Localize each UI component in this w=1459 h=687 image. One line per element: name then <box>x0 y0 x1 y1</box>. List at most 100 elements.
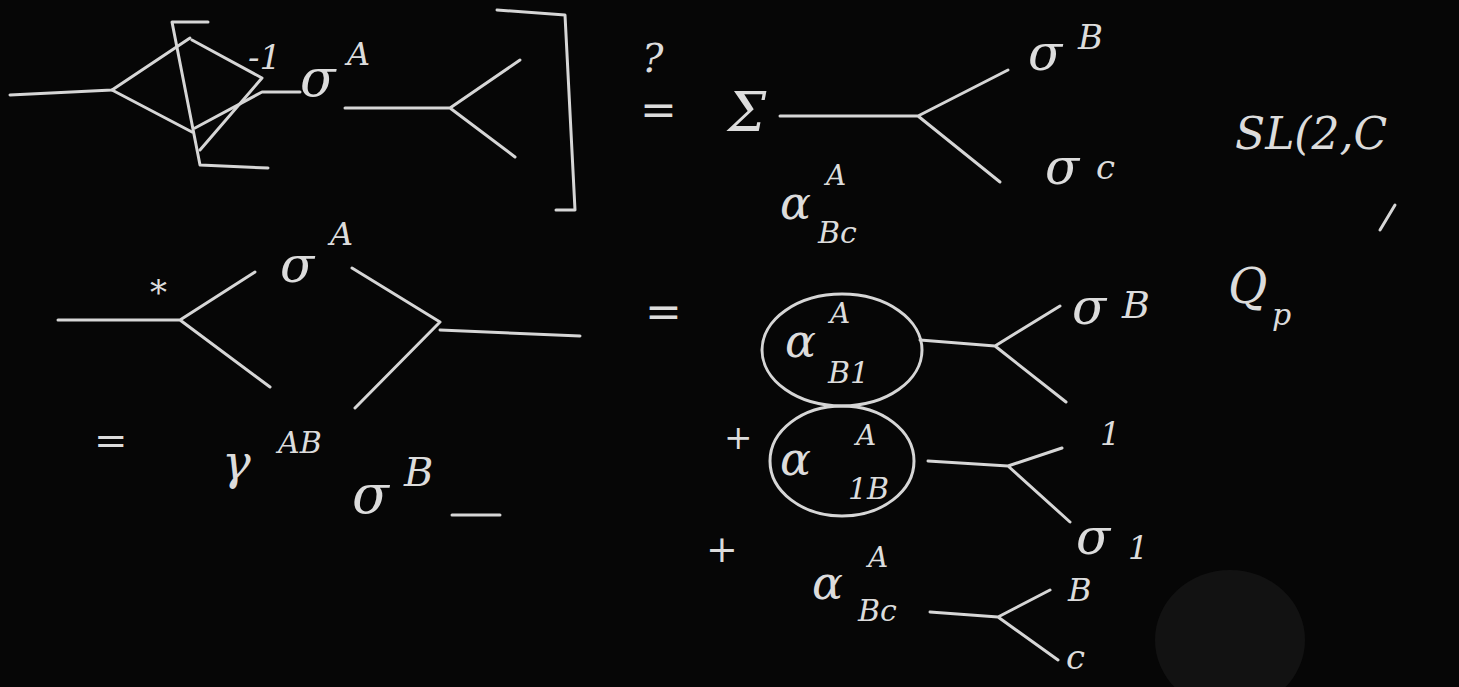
chalk-label: A <box>868 544 888 572</box>
chalk-text: A <box>347 35 370 73</box>
chalk-line <box>58 272 270 387</box>
chalk-text: σ <box>1072 278 1106 336</box>
chalk-label: * <box>150 275 167 309</box>
chalk-text: B <box>404 449 433 495</box>
chalk-text: σ <box>352 463 389 526</box>
chalk-text: Q <box>1228 258 1267 314</box>
chalk-label: Σ <box>728 86 766 140</box>
chalk-label: = <box>640 88 677 132</box>
chalk-label: c <box>1066 640 1085 674</box>
chalk-text: p <box>1272 297 1291 332</box>
chalk-line <box>920 306 1066 402</box>
chalk-text: σ <box>300 48 336 108</box>
chalk-text: = <box>645 286 682 337</box>
chalk-label: A <box>830 300 850 328</box>
chalk-label: A <box>826 162 846 190</box>
chalk-text: B <box>1122 283 1150 327</box>
chalk-line <box>195 92 300 128</box>
chalk-label: σ <box>1076 512 1110 562</box>
chalk-label: AB <box>278 428 322 458</box>
chalk-line <box>1380 205 1395 230</box>
chalk-text: 1B <box>848 471 889 506</box>
person-shadow <box>1155 570 1305 687</box>
chalk-text: + <box>724 417 753 457</box>
chalk-text: + <box>706 527 738 571</box>
chalk-label: α <box>785 318 816 364</box>
chalk-label: Bc <box>858 596 897 626</box>
chalk-label: B1 <box>828 358 869 388</box>
chalk-text: α <box>812 556 843 610</box>
chalk-label: = <box>94 420 128 460</box>
chalk-label: A <box>856 422 876 450</box>
chalk-line <box>452 514 500 517</box>
chalk-label: σ <box>1072 282 1106 332</box>
chalk-line <box>930 590 1058 660</box>
circle-mark <box>770 406 914 516</box>
circle-mark <box>762 294 922 406</box>
chalk-text: B1 <box>828 355 869 390</box>
chalk-line <box>352 268 580 408</box>
chalk-line <box>112 90 192 132</box>
chalk-line <box>780 70 1008 182</box>
chalk-label: + <box>724 420 753 454</box>
chalk-label: σ <box>280 240 314 290</box>
chalk-label: α <box>780 436 811 482</box>
chalk-label: A <box>330 218 353 250</box>
chalk-text: * <box>150 272 167 312</box>
chalk-text: -1 <box>248 37 281 77</box>
chalk-text: A <box>830 297 850 330</box>
chalk-text: AB <box>278 425 322 460</box>
chalk-text: c <box>1096 147 1115 187</box>
chalk-line <box>928 448 1070 522</box>
chalk-text: α <box>785 314 816 368</box>
chalk-label: -1 <box>248 40 281 74</box>
chalk-label: σ <box>1045 142 1079 192</box>
chalk-label: SL(2,C <box>1235 112 1387 156</box>
chalk-text: SL(2,C <box>1235 108 1387 159</box>
chalk-label: A <box>347 38 370 70</box>
chalk-label: σ <box>300 52 336 104</box>
chalk-label: α <box>812 560 843 606</box>
chalk-text: = <box>640 84 677 135</box>
chalk-text: A <box>330 215 353 253</box>
chalk-text: Bc <box>858 593 897 628</box>
chalk-text: σ <box>280 236 314 294</box>
chalk-label: ? <box>642 38 663 78</box>
chalk-text: B <box>1068 571 1092 609</box>
chalk-text: A <box>826 159 846 192</box>
chalk-label: + <box>706 530 738 568</box>
chalk-label: p <box>1272 300 1291 330</box>
chalk-label: σ <box>1028 28 1062 78</box>
chalk-label: Bc <box>818 218 857 248</box>
chalk-label: c <box>1096 150 1115 184</box>
chalk-label: α <box>780 180 811 226</box>
chalk-text: c <box>1066 637 1085 677</box>
chalk-label: 1 <box>1128 532 1148 564</box>
chalk-text: 1 <box>1128 529 1148 567</box>
chalk-label: γ <box>222 438 251 486</box>
bracket <box>497 10 575 210</box>
chalk-text: A <box>868 541 888 574</box>
chalk-label: 1B <box>848 474 889 504</box>
chalk-line <box>345 60 520 157</box>
chalk-line <box>10 38 190 95</box>
chalk-text: B <box>1078 17 1103 57</box>
chalk-text: α <box>780 432 811 486</box>
chalk-label: = <box>645 290 682 334</box>
chalk-text: γ <box>222 434 251 490</box>
chalk-text: σ <box>1045 138 1079 196</box>
chalk-text: α <box>780 176 811 230</box>
chalk-text: A <box>856 419 876 452</box>
chalk-label: B <box>1068 574 1092 606</box>
chalk-text: Σ <box>728 81 766 144</box>
chalk-text: Bc <box>818 215 857 250</box>
chalk-label: B <box>1122 286 1150 324</box>
chalk-text: ? <box>642 35 663 81</box>
chalk-label: Q <box>1228 262 1267 310</box>
chalk-text: σ <box>1076 508 1110 566</box>
chalk-label: B <box>404 452 433 492</box>
chalk-text: σ <box>1028 24 1062 82</box>
chalk-label: σ <box>352 468 389 522</box>
chalk-text: 1 <box>1100 415 1120 453</box>
chalk-label: 1 <box>1100 418 1120 450</box>
